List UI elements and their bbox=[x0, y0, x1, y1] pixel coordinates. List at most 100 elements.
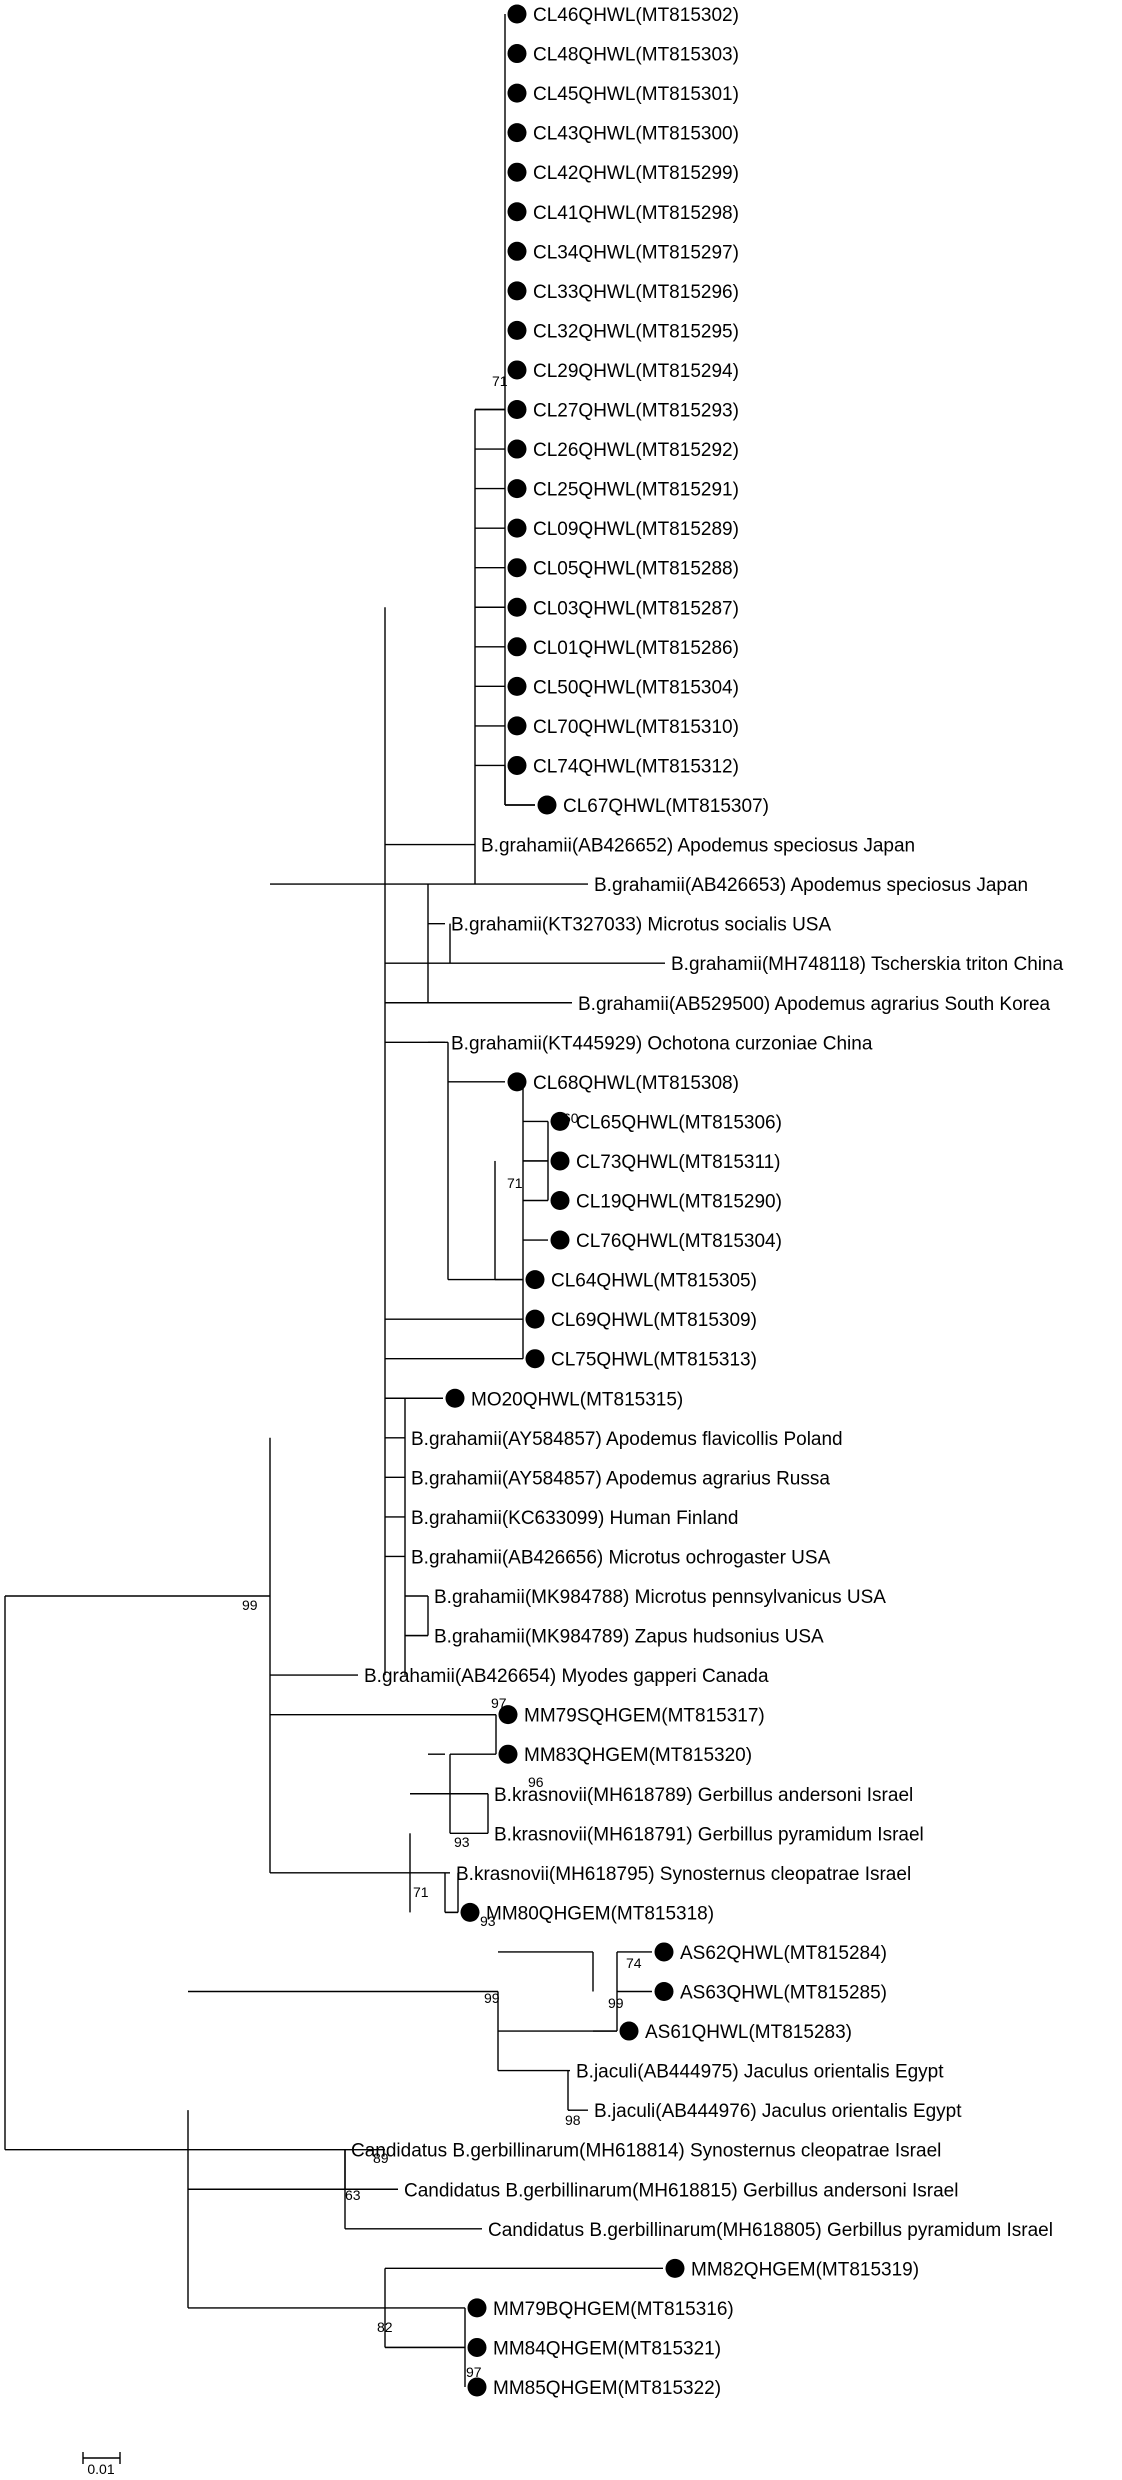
leaf-label: CL19QHWL(MT815290) bbox=[576, 1192, 782, 1213]
sample-dot-icon bbox=[507, 755, 527, 775]
leaf-label: CL33QHWL(MT815296) bbox=[533, 282, 739, 303]
bootstrap-value: 93 bbox=[480, 1913, 496, 1929]
sample-dot-icon bbox=[550, 1151, 570, 1171]
leaf-label: B.grahamii(AB426654) Myodes gapperi Cana… bbox=[364, 1666, 769, 1687]
sample-dot-icon bbox=[665, 2258, 685, 2278]
leaf-label: MM79SQHGEM(MT815317) bbox=[524, 1706, 765, 1727]
sample-dot-icon bbox=[507, 716, 527, 736]
sample-dot-icon bbox=[507, 400, 527, 419]
leaf-label: CL03QHWL(MT815287) bbox=[533, 598, 739, 619]
leaf-label: CL43QHWL(MT815300) bbox=[533, 124, 739, 145]
bootstrap-value: 97 bbox=[466, 2364, 482, 2380]
bootstrap-value: 60 bbox=[563, 1110, 579, 1126]
sample-dot-icon bbox=[507, 597, 527, 617]
bootstrap-value: 71 bbox=[413, 1884, 429, 1900]
bootstrap-value: 97 bbox=[491, 1695, 507, 1711]
leaf-label: MO20QHWL(MT815315) bbox=[471, 1389, 683, 1410]
sample-dot-icon bbox=[507, 202, 527, 222]
bootstrap-value: 71 bbox=[492, 373, 508, 389]
leaf-label: CL45QHWL(MT815301) bbox=[533, 84, 739, 105]
sample-dot-icon bbox=[619, 2021, 639, 2041]
sample-dot-icon bbox=[525, 1309, 545, 1329]
sample-dot-icon bbox=[507, 320, 527, 340]
leaf-label: AS61QHWL(MT815283) bbox=[645, 2022, 852, 2043]
sample-markers bbox=[445, 4, 685, 2397]
leaf-label: CL34QHWL(MT815297) bbox=[533, 242, 739, 263]
leaf-label: CL41QHWL(MT815298) bbox=[533, 203, 739, 224]
leaf-label: CL09QHWL(MT815289) bbox=[533, 519, 739, 540]
leaf-label: B.grahamii(AB426652) Apodemus speciosus … bbox=[481, 836, 915, 857]
leaf-label: Candidatus B.gerbillinarum(MH618815) Ger… bbox=[404, 2180, 958, 2201]
sample-dot-icon bbox=[525, 1270, 545, 1290]
leaf-label: B.grahamii(AB426656) Microtus ochrogaste… bbox=[411, 1547, 831, 1568]
leaf-label: B.krasnovii(MH618789) Gerbillus anderson… bbox=[494, 1785, 913, 1806]
sample-dot-icon bbox=[507, 123, 527, 143]
leaf-label: B.jaculi(AB444976) Jaculus orientalis Eg… bbox=[594, 2101, 962, 2122]
bootstrap-value: 99 bbox=[242, 1597, 258, 1613]
leaf-label: CL42QHWL(MT815299) bbox=[533, 163, 739, 184]
sample-dot-icon bbox=[537, 795, 557, 815]
leaf-label: B.grahamii(AB529500) Apodemus agrarius S… bbox=[578, 994, 1051, 1015]
bootstrap-value: 63 bbox=[345, 2187, 361, 2203]
scale-bar: 0.01 bbox=[82, 2452, 121, 2477]
leaf-label: B.grahamii(MH748118) Tscherskia triton C… bbox=[671, 954, 1064, 975]
leaf-label: CL64QHWL(MT815305) bbox=[551, 1271, 757, 1292]
leaf-label: CL68QHWL(MT815308) bbox=[533, 1073, 739, 1094]
bootstrap-value: 99 bbox=[608, 1995, 624, 2011]
sample-dot-icon bbox=[507, 676, 527, 696]
leaf-label: CL76QHWL(MT815304) bbox=[576, 1231, 782, 1252]
sample-dot-icon bbox=[654, 1982, 674, 2001]
leaf-label: CL69QHWL(MT815309) bbox=[551, 1310, 757, 1331]
sample-dot-icon bbox=[467, 2337, 487, 2357]
leaf-label: B.grahamii(KT327033) Microtus socialis U… bbox=[451, 915, 831, 936]
sample-dot-icon bbox=[507, 241, 527, 261]
leaf-label: Candidatus B.gerbillinarum(MH618814) Syn… bbox=[351, 2141, 941, 2162]
leaf-label: AS63QHWL(MT815285) bbox=[680, 1983, 887, 2004]
sample-dot-icon bbox=[445, 1388, 465, 1408]
sample-dot-icon bbox=[507, 439, 527, 459]
leaf-label: CL65QHWL(MT815306) bbox=[576, 1112, 782, 1133]
leaf-label: CL67QHWL(MT815307) bbox=[563, 796, 769, 817]
sample-dot-icon bbox=[467, 2298, 487, 2318]
sample-dot-icon bbox=[498, 1744, 518, 1764]
leaf-label: AS62QHWL(MT815284) bbox=[680, 1943, 887, 1964]
leaf-label: CL50QHWL(MT815304) bbox=[533, 677, 739, 698]
bootstrap-value: 89 bbox=[373, 2150, 389, 2166]
leaf-labels: CL46QHWL(MT815302) CL48QHWL(MT815303) CL45… bbox=[351, 5, 1064, 2399]
sample-dot-icon bbox=[507, 360, 527, 380]
sample-dot-icon bbox=[507, 637, 527, 657]
leaf-label: MM79BQHGEM(MT815316) bbox=[493, 2299, 734, 2320]
sample-dot-icon bbox=[507, 44, 527, 64]
leaf-label: MM80QHGEM(MT815318) bbox=[486, 1903, 714, 1924]
bootstrap-value: 99 bbox=[484, 1990, 500, 2006]
sample-dot-icon bbox=[507, 479, 527, 499]
leaf-label: CL29QHWL(MT815294) bbox=[533, 361, 739, 382]
leaf-label: Candidatus B.gerbillinarum(MH618805) Ger… bbox=[488, 2220, 1053, 2241]
leaf-label: CL46QHWL(MT815302) bbox=[533, 5, 739, 26]
bootstrap-value: 74 bbox=[626, 1955, 642, 1971]
leaf-label: CL25QHWL(MT815291) bbox=[533, 480, 739, 501]
tree-branches bbox=[4, 14, 665, 2387]
leaf-label: B.grahamii(AY584857) Apodemus flavicolli… bbox=[411, 1429, 843, 1450]
bootstrap-value: 71 bbox=[507, 1175, 523, 1191]
leaf-label: CL26QHWL(MT815292) bbox=[533, 440, 739, 461]
leaf-label: B.grahamii(AY584857) Apodemus agrarius R… bbox=[411, 1468, 830, 1489]
sample-dot-icon bbox=[507, 558, 527, 578]
sample-dot-icon bbox=[550, 1191, 570, 1210]
leaf-label: CL27QHWL(MT815293) bbox=[533, 401, 739, 422]
sample-dot-icon bbox=[507, 83, 527, 103]
sample-dot-icon bbox=[460, 1902, 480, 1922]
bootstrap-value: 93 bbox=[454, 1834, 470, 1850]
sample-dot-icon bbox=[654, 1942, 674, 1962]
sample-dot-icon bbox=[467, 2377, 487, 2397]
leaf-label: B.krasnovii(MH618791) Gerbillus pyramidu… bbox=[494, 1824, 924, 1845]
sample-dot-icon bbox=[507, 518, 527, 538]
leaf-label: CL48QHWL(MT815303) bbox=[533, 45, 739, 66]
sample-dot-icon bbox=[507, 1072, 527, 1092]
bootstrap-value: 82 bbox=[377, 2319, 393, 2335]
sample-dot-icon bbox=[507, 4, 527, 24]
bootstrap-value: 96 bbox=[528, 1774, 544, 1790]
leaf-label: B.grahamii(MK984789) Zapus hudsonius USA bbox=[434, 1627, 824, 1648]
leaf-label: MM82QHGEM(MT815319) bbox=[691, 2259, 919, 2280]
